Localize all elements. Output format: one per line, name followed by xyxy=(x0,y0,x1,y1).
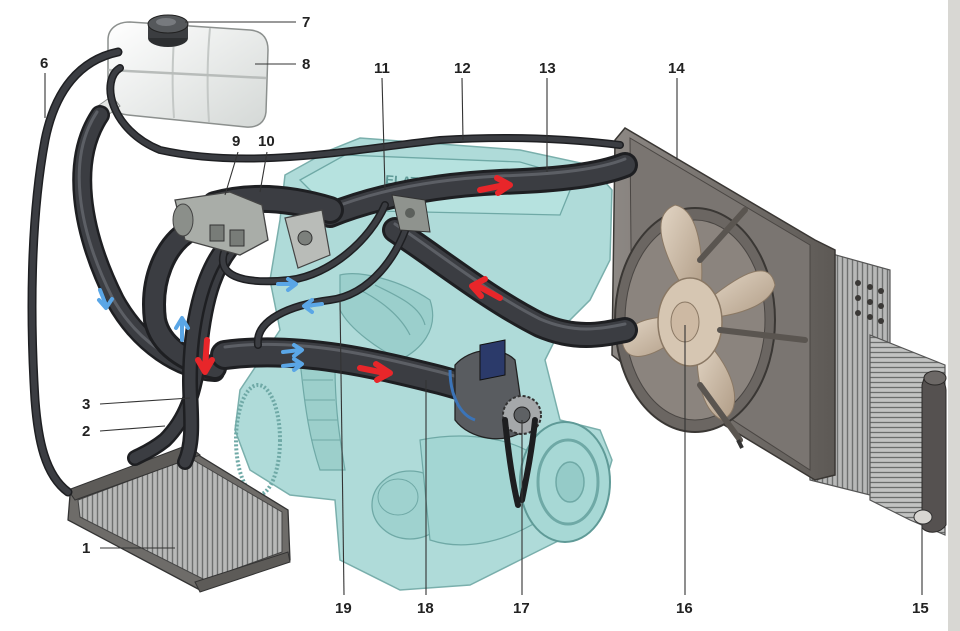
cold-arrow xyxy=(302,298,324,314)
hot-arrow xyxy=(477,175,513,196)
label-10: 10 xyxy=(258,133,275,150)
leader-11 xyxy=(381,77,386,191)
cold-flow-arrows xyxy=(97,277,324,372)
label-18: 18 xyxy=(417,600,434,617)
label-8: 8 xyxy=(302,56,310,73)
leader-19 xyxy=(339,299,345,596)
label-6: 6 xyxy=(40,55,48,72)
cold-arrow xyxy=(174,316,190,342)
leader-2 xyxy=(99,425,166,432)
cold-arrow xyxy=(281,357,304,372)
callouts: 1 2 3 6 7 8 9 10 11 12 13 14 15 xyxy=(40,14,929,617)
label-1: 1 xyxy=(82,540,90,557)
label-11: 11 xyxy=(374,60,390,77)
drain-plug xyxy=(913,509,933,525)
leader-3 xyxy=(99,397,191,405)
label-2: 2 xyxy=(82,423,90,440)
hot-arrow xyxy=(357,361,393,383)
label-12: 12 xyxy=(454,60,471,77)
label-7: 7 xyxy=(302,14,310,31)
label-9: 9 xyxy=(232,133,240,150)
label-3: 3 xyxy=(82,396,90,413)
hot-flow-arrows xyxy=(195,175,513,383)
label-15: 15 xyxy=(912,600,929,617)
tank-cap xyxy=(147,14,189,47)
cold-arrow xyxy=(281,343,304,358)
label-17: 17 xyxy=(513,600,530,617)
page-edge xyxy=(948,0,960,631)
cold-arrow xyxy=(97,288,114,310)
pump-sprocket xyxy=(502,395,542,435)
electric-fan xyxy=(614,204,808,449)
leader-10 xyxy=(259,151,268,193)
heater-core xyxy=(67,444,291,593)
label-19: 19 xyxy=(335,600,352,617)
water-pump xyxy=(448,339,542,508)
crankshaft-pulley xyxy=(519,421,611,543)
thermostat xyxy=(172,191,331,269)
leader-9 xyxy=(224,151,239,196)
hot-arrow xyxy=(195,337,215,375)
hot-arrow xyxy=(469,276,503,301)
cold-arrow xyxy=(276,277,298,292)
throttle-fitting xyxy=(391,194,431,233)
leader-12 xyxy=(461,77,464,141)
label-14: 14 xyxy=(668,60,685,77)
label-13: 13 xyxy=(539,60,556,77)
label-16: 16 xyxy=(676,600,693,617)
